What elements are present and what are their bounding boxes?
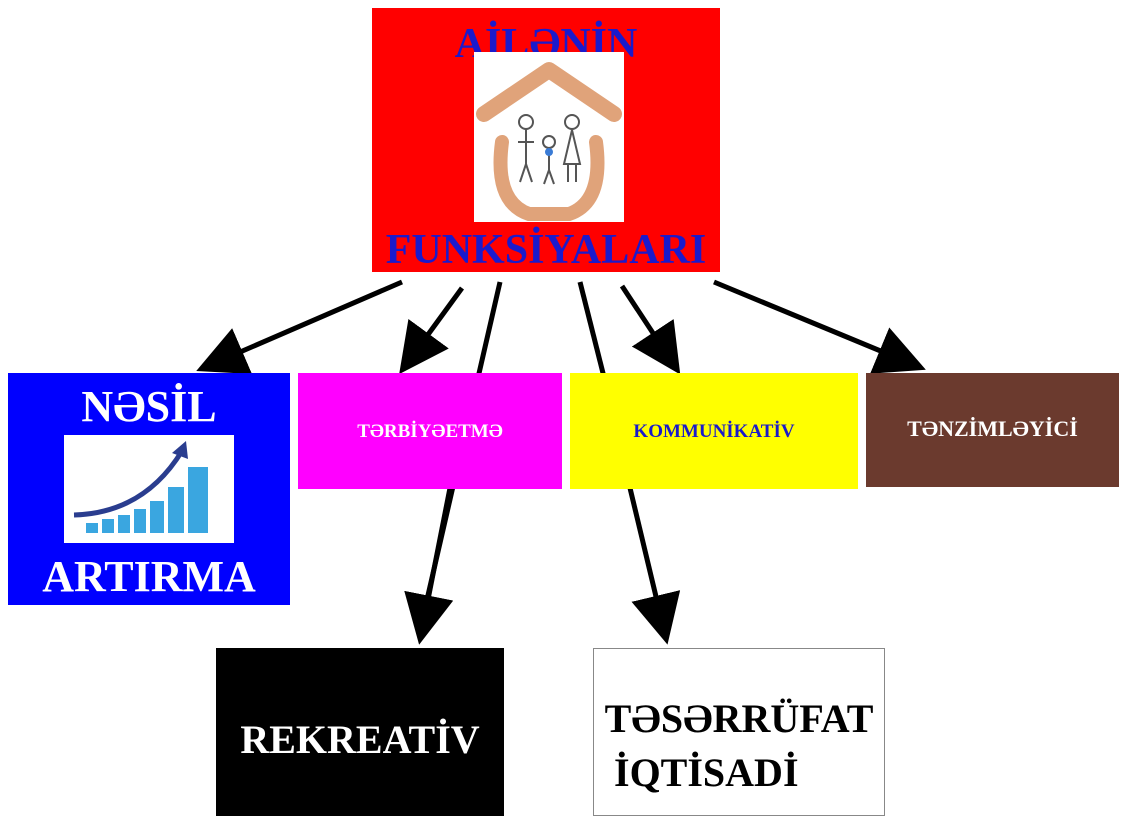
center-node: AİLƏNİN FUNKSİYALARI <box>372 8 720 273</box>
node-rekreativ: REKREATİV <box>216 648 504 816</box>
node-nesil-artirma: NƏSİL ARTIRMA <box>8 373 290 605</box>
arrow-to-terbiye <box>399 286 465 375</box>
family-hands-house-icon <box>474 52 624 222</box>
nesil-label-top: NƏSİL <box>81 382 217 431</box>
node-teserrufat-iqtisadi: TƏSƏRRÜFAT İQTİSADİ <box>593 648 885 816</box>
arrow-to-tenzim <box>713 279 926 374</box>
kommun-label: KOMMUNİKATİV <box>633 421 795 442</box>
node-terbiyeetme: TƏRBİYƏETMƏ <box>298 373 562 489</box>
arrow-to-kommun <box>619 284 681 375</box>
terbiye-label: TƏRBİYƏETMƏ <box>357 421 503 442</box>
arrow-to-nesil <box>196 279 403 375</box>
center-title-bottom: FUNKSİYALARI <box>385 227 707 273</box>
teserrufat-label-line2: İQTİSADİ <box>614 750 799 795</box>
growth-chart-icon <box>64 435 234 543</box>
node-tenzimleyici: TƏNZİMLƏYİCİ <box>866 373 1119 487</box>
rekreativ-label: REKREATİV <box>240 717 480 762</box>
arrow-to-teserrufat-tail <box>627 487 681 645</box>
teserrufat-label-line1: TƏSƏRRÜFAT <box>604 696 874 741</box>
tenzim-label: TƏNZİMLƏYİCİ <box>907 416 1078 441</box>
arrow-to-rekreativ-tail <box>404 487 454 645</box>
node-kommunikativ: KOMMUNİKATİV <box>570 373 858 489</box>
nesil-label-bottom: ARTIRMA <box>42 552 256 601</box>
